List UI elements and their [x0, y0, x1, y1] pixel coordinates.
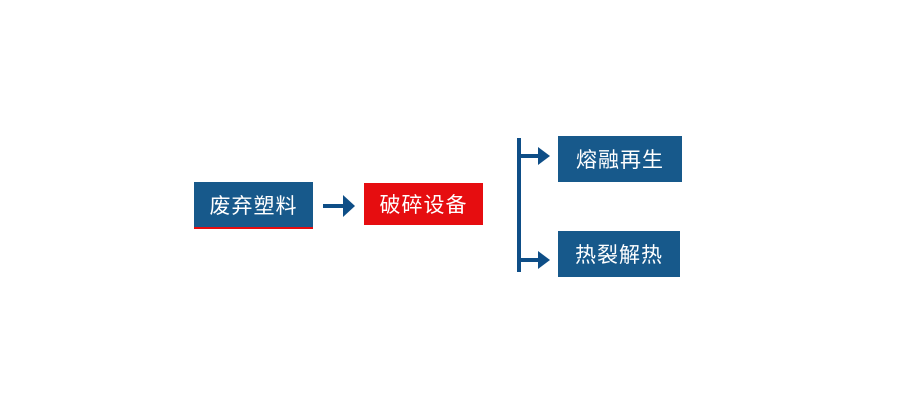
node-pyrolysis-heat-label: 热裂解热: [575, 244, 663, 267]
node-waste-plastic-label: 废弃塑料: [209, 194, 298, 218]
node-crushing-equipment: 破碎设备: [364, 183, 483, 225]
node-waste-plastic: 废弃塑料: [194, 182, 313, 229]
node-pyrolysis-heat: 热裂解热: [558, 231, 680, 277]
node-crushing-equipment-label: 破碎设备: [379, 194, 468, 217]
arrow-source-to-process-icon: [323, 195, 355, 217]
node-melt-regeneration-label: 熔融再生: [576, 149, 664, 172]
arrow-branch-to-output-bottom-icon: [519, 251, 550, 269]
arrow-branch-to-output-top-icon: [519, 147, 550, 165]
node-melt-regeneration: 熔融再生: [558, 136, 682, 182]
